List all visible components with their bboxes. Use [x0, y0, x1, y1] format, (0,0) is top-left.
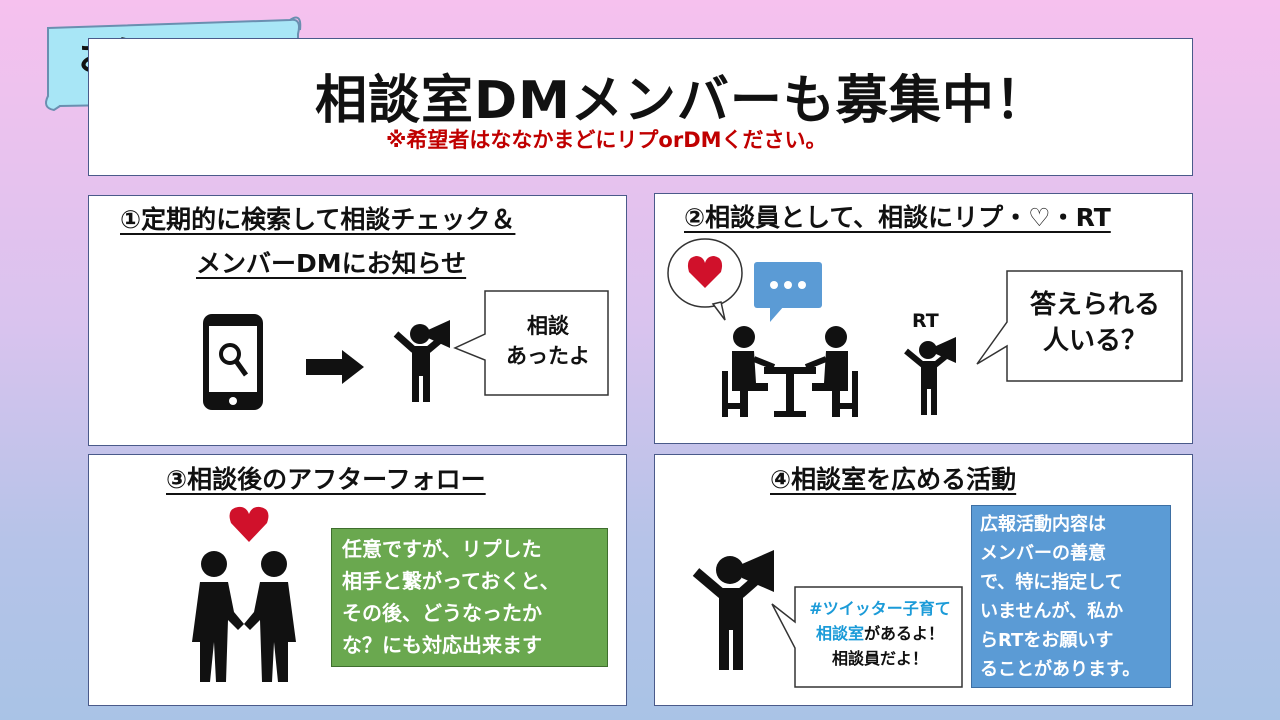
- bubble-2-line1: 答えられる: [1029, 290, 1160, 320]
- panel-4-title: ④相談室を広める活動: [770, 465, 1017, 494]
- panel-1-title-line2: メンバーDMにお知らせ: [196, 249, 467, 278]
- speech-bubble: [453, 290, 609, 396]
- panel-1-title-line1: ①定期的に検索して相談チェック＆: [120, 205, 516, 234]
- arrow-right-icon: [306, 350, 364, 384]
- blue-line-6: ることがあります。: [980, 659, 1141, 680]
- bubble-1-line1: 相談: [527, 314, 569, 338]
- bubble-4-rest: があるよ！: [864, 624, 945, 643]
- speech-bubble: [771, 586, 963, 688]
- meeting-people-icon: [722, 326, 858, 417]
- header-note: ※希望者はななかまどにリプorDMください。: [386, 128, 827, 152]
- green-line-3: その後、どうなったか: [342, 601, 542, 625]
- speech-bubble: [976, 270, 1183, 382]
- heart-icon: [229, 506, 269, 542]
- blue-line-4: いませんが、私か: [980, 601, 1124, 622]
- handshake-people-icon: [192, 551, 296, 682]
- rt-label: RT: [912, 310, 939, 332]
- green-line-2: 相手と繋がっておくと、: [342, 569, 560, 593]
- blue-line-1: 広報活動内容は: [980, 514, 1106, 535]
- bubble-4-line2: 相談室があるよ！: [798, 623, 962, 645]
- header-box: [88, 38, 1193, 176]
- blue-note-box: 広報活動内容は メンバーの善意 で、特に指定して いませんが、私か らRTをお願…: [971, 505, 1171, 688]
- chat-icon: [754, 262, 822, 322]
- bubble-4-hashtag2: 相談室: [815, 624, 864, 643]
- bubble-4-line3: 相談員だよ！: [831, 649, 928, 668]
- smartphone-search-icon: [203, 314, 263, 410]
- blue-line-3: で、特に指定して: [980, 572, 1123, 593]
- page-title: 相談室DMメンバーも募集中！: [315, 71, 1048, 131]
- person-megaphone-icon: [692, 550, 774, 670]
- blue-line-2: メンバーの善意: [980, 543, 1106, 564]
- heart-thought-bubble: [667, 238, 743, 321]
- panel-2-title: ②相談員として、相談にリプ・♡・RT: [684, 203, 1111, 232]
- green-line-1: 任意ですが、リプした: [342, 537, 542, 561]
- bubble-2-line2: 人いる？: [1042, 326, 1147, 356]
- green-line-4: な？にも対応出来ます: [342, 633, 542, 657]
- bubble-4-hashtag: #ツイッター子育て: [809, 599, 951, 618]
- person-megaphone-icon: [904, 337, 956, 415]
- person-megaphone-icon: [393, 320, 450, 402]
- green-note-box: 任意ですが、リプした 相手と繋がっておくと、 その後、どうなったか な？にも対応…: [331, 528, 608, 667]
- bubble-1-line2: あったよ: [506, 344, 590, 368]
- blue-line-5: らRTをお願いす: [980, 630, 1114, 651]
- panel-3-title: ③相談後のアフターフォロー: [166, 465, 486, 494]
